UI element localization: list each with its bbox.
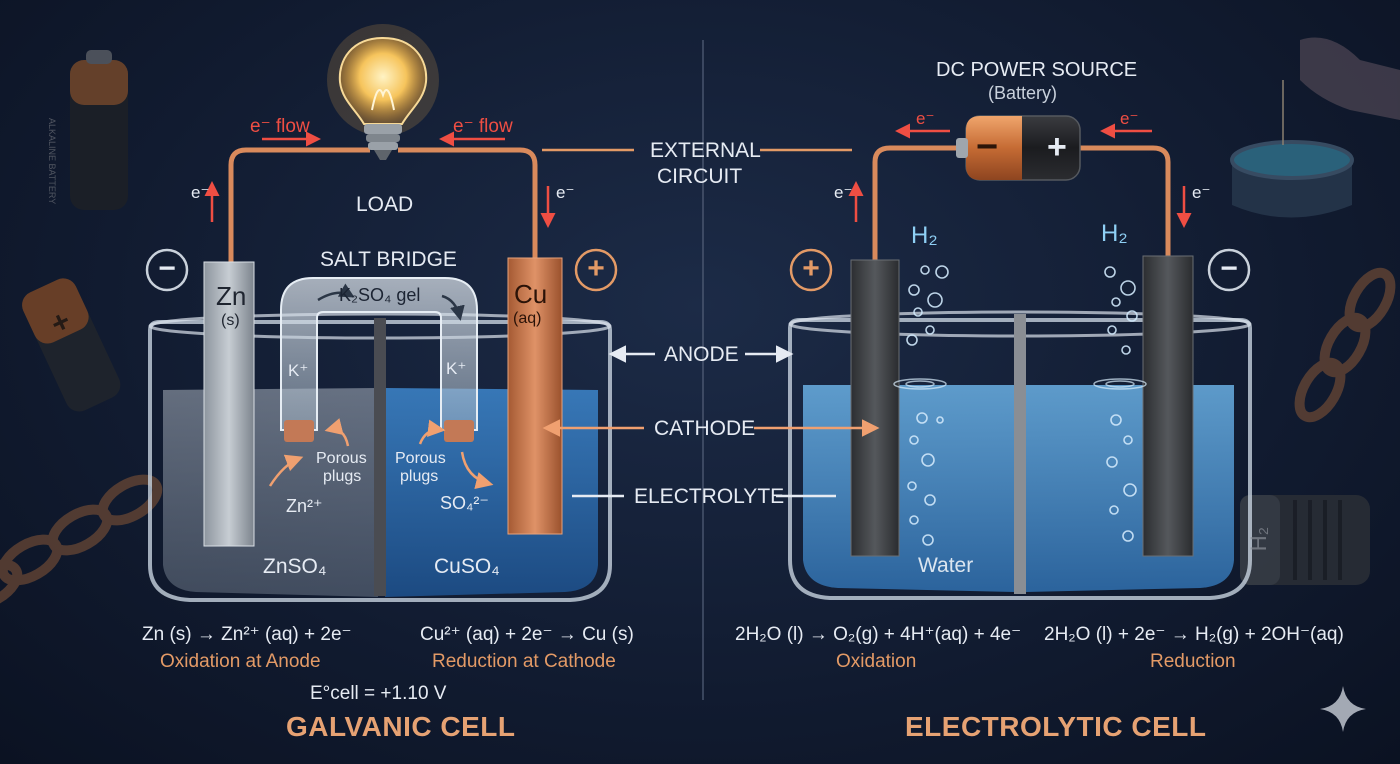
electrolytic-anode-sign <box>789 248 833 292</box>
oxidation-equation: 2H₂O (l) → O₂(g) + 4H⁺(aq) + 4e⁻ <box>735 624 1022 645</box>
gas-bubbles <box>906 265 1138 546</box>
e-side-left-label: e⁻ <box>834 183 853 202</box>
gas-left-label: H₂ <box>911 222 938 249</box>
electrolytic-title: ELECTROLYTIC CELL <box>905 711 1207 742</box>
porous-left-label-2: plugs <box>323 468 362 485</box>
arrow-porous-right <box>418 419 446 445</box>
e-side-right-label: e⁻ <box>1192 183 1211 202</box>
anode-equation: Zn (s) → Zn²⁺ (aq) + 2e⁻ <box>142 624 352 645</box>
electrolyte-label: ELECTROLYTE <box>634 485 785 508</box>
decor-hand <box>1282 37 1400 145</box>
water-ripples <box>893 378 1147 390</box>
galvanic-title: GALVANIC CELL <box>286 711 516 742</box>
e-top-left-label: e⁻ <box>916 109 935 128</box>
sparkle-icon <box>1320 686 1366 732</box>
water-label: Water <box>918 554 974 577</box>
power-source-label-1: DC POWER SOURCE <box>936 59 1138 81</box>
lightbulb-icon <box>327 24 439 160</box>
reduction-equation: 2H₂O (l) + 2e⁻ → H₂(g) + 2OH⁻(aq) <box>1044 624 1344 645</box>
power-source-label-2: (Battery) <box>988 83 1058 103</box>
eflow-left-label: e⁻ flow <box>250 116 310 137</box>
electrolytic-cathode-electrode <box>1142 255 1194 557</box>
galvanic-cathode-sign <box>574 248 618 292</box>
eflow-right-label: e⁻ flow <box>453 116 513 137</box>
porous-left-label-1: Porous <box>316 450 367 467</box>
zn-ion-label: Zn²⁺ <box>286 496 323 516</box>
porous-right-label-1: Porous <box>395 450 446 467</box>
decor-alkaline-battery <box>70 50 128 210</box>
electrolytic-wire-left <box>872 145 966 262</box>
reduction-caption: Reduction <box>1150 651 1236 672</box>
galvanic-anode-sign-glyph: − <box>158 252 176 285</box>
oxidation-caption: Oxidation <box>836 651 917 672</box>
galvanic-wire-left <box>228 147 370 262</box>
decor-battery-lettering: ALKALINE BATTERY <box>47 118 57 205</box>
decor-water-dish <box>1230 140 1354 218</box>
zinc-electrode <box>203 261 255 547</box>
electrolytic-divider <box>1014 314 1026 594</box>
so4-ion-label: SO₄²⁻ <box>440 493 489 513</box>
decor-chain-left <box>0 474 163 611</box>
electrolytic-cathode-sign-glyph: − <box>1220 252 1238 285</box>
cathode-label: CATHODE <box>654 417 756 440</box>
zinc-state: (s) <box>221 312 240 329</box>
galvanic-wire-right <box>398 147 538 260</box>
load-label: LOAD <box>356 193 414 216</box>
e-top-right-label: e⁻ <box>1120 109 1139 128</box>
electrolytic-anode-sign-glyph: + <box>802 252 820 285</box>
external-circuit-label-2: CIRCUIT <box>657 165 743 188</box>
arrow-zn-ion <box>268 454 304 487</box>
decor-chain-right <box>1294 267 1396 423</box>
external-circuit-label-1: EXTERNAL <box>650 139 761 162</box>
cathode-caption: Reduction at Cathode <box>432 651 616 672</box>
cathode-equation: Cu²⁺ (aq) + 2e⁻ → Cu (s) <box>420 624 634 645</box>
anode-label: ANODE <box>664 343 739 366</box>
zinc-symbol: Zn <box>216 281 247 311</box>
copper-electrode <box>507 257 563 535</box>
e-left-label: e⁻ <box>191 183 210 202</box>
e-right-label: e⁻ <box>556 183 575 202</box>
gas-right-label: H₂ <box>1101 220 1128 247</box>
decor-small-battery: + <box>22 278 121 412</box>
k-ion-left-label: K⁺ <box>288 361 309 380</box>
anode-caption: Oxidation at Anode <box>160 651 321 672</box>
k-ion-right-label: K⁺ <box>446 359 467 378</box>
galvanic-anode-sign <box>145 248 189 292</box>
zinc-sulfate-label: ZnSO₄ <box>263 555 327 578</box>
copper-sulfate-label: CuSO₄ <box>434 555 500 578</box>
electrolytic-anode-electrode <box>850 259 900 557</box>
decor-h2-tank-lettering: H₂ <box>1246 526 1272 552</box>
porous-divider <box>374 318 386 596</box>
bridge-gel-label: K₂SO₄ gel <box>339 285 421 305</box>
galvanic-cathode-sign-glyph: + <box>587 252 605 285</box>
arrow-so4-ion <box>460 451 494 490</box>
water-right <box>1026 385 1234 592</box>
dc-battery <box>956 115 1081 181</box>
copper-symbol: Cu <box>514 279 548 309</box>
arrow-porous-left <box>324 418 350 447</box>
cell-potential: E°cell = +1.10 V <box>310 683 447 704</box>
porous-right-label-2: plugs <box>400 468 439 485</box>
electrolytic-cathode-sign <box>1207 248 1251 292</box>
electrolytic-wire-right <box>1080 145 1171 258</box>
battery-plus-glyph: + <box>1047 128 1067 166</box>
salt-bridge-label: SALT BRIDGE <box>320 248 457 271</box>
battery-minus-glyph: − <box>976 126 999 168</box>
copper-state: (aq) <box>513 310 542 327</box>
